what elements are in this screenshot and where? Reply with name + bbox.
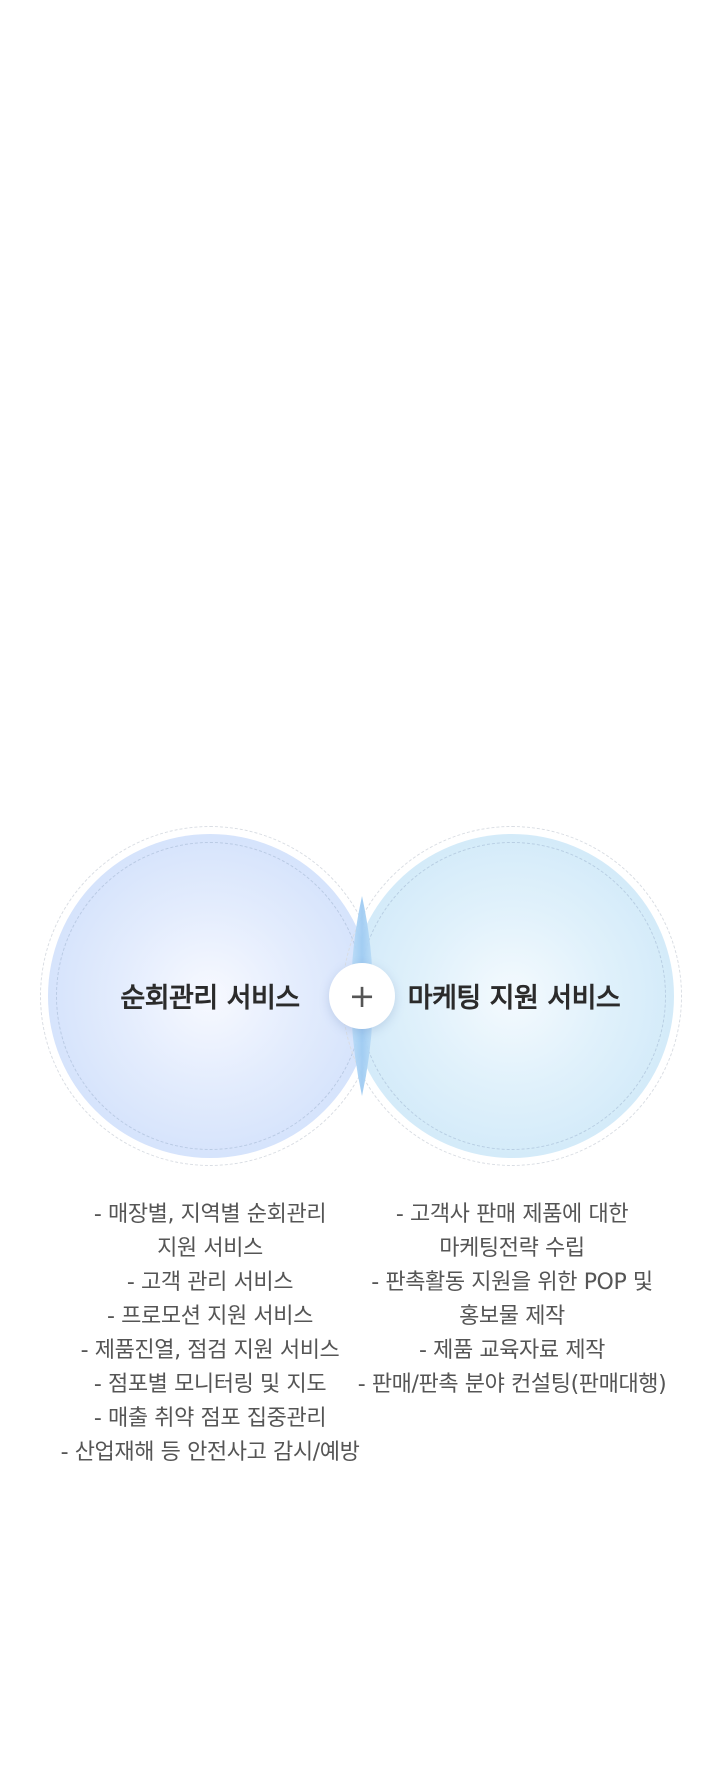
list-item: - 판촉활동 지원을 위한 POP 및	[371, 1270, 653, 1295]
left-service-circle	[40, 826, 380, 1166]
right-service-list: - 고객사 판매 제품에 대한 마케팅전략 수립 - 판촉활동 지원을 위한 P…	[342, 1198, 682, 1402]
plus-icon: +	[329, 963, 395, 1029]
list-item: - 점포별 모니터링 및 지도	[93, 1372, 327, 1397]
list-item: - 고객사 판매 제품에 대한	[395, 1202, 629, 1227]
list-item: - 판매/판촉 분야 컨설팅(판매대행)	[357, 1372, 667, 1397]
list-item: 마케팅전략 수립	[439, 1236, 585, 1261]
list-item: - 매출 취약 점포 집중관리	[93, 1406, 327, 1431]
list-item: - 제품진열, 점검 지원 서비스	[80, 1338, 340, 1363]
list-item: 지원 서비스	[157, 1236, 263, 1261]
right-circle-title: 마케팅 지원 서비스	[407, 983, 621, 1014]
list-item: 홍보물 제작	[459, 1304, 565, 1329]
left-service-list: - 매장별, 지역별 순회관리 지원 서비스 - 고객 관리 서비스 - 프로모…	[40, 1198, 380, 1470]
list-item: - 산업재해 등 안전사고 감시/예방	[60, 1440, 360, 1465]
left-circle-title: 순회관리 서비스	[120, 983, 300, 1014]
list-item: - 프로모션 지원 서비스	[107, 1304, 313, 1329]
list-item: - 매장별, 지역별 순회관리	[93, 1202, 327, 1227]
list-item: - 제품 교육자료 제작	[418, 1338, 606, 1363]
list-item: - 고객 관리 서비스	[126, 1270, 294, 1295]
plus-symbol: +	[348, 977, 376, 1015]
